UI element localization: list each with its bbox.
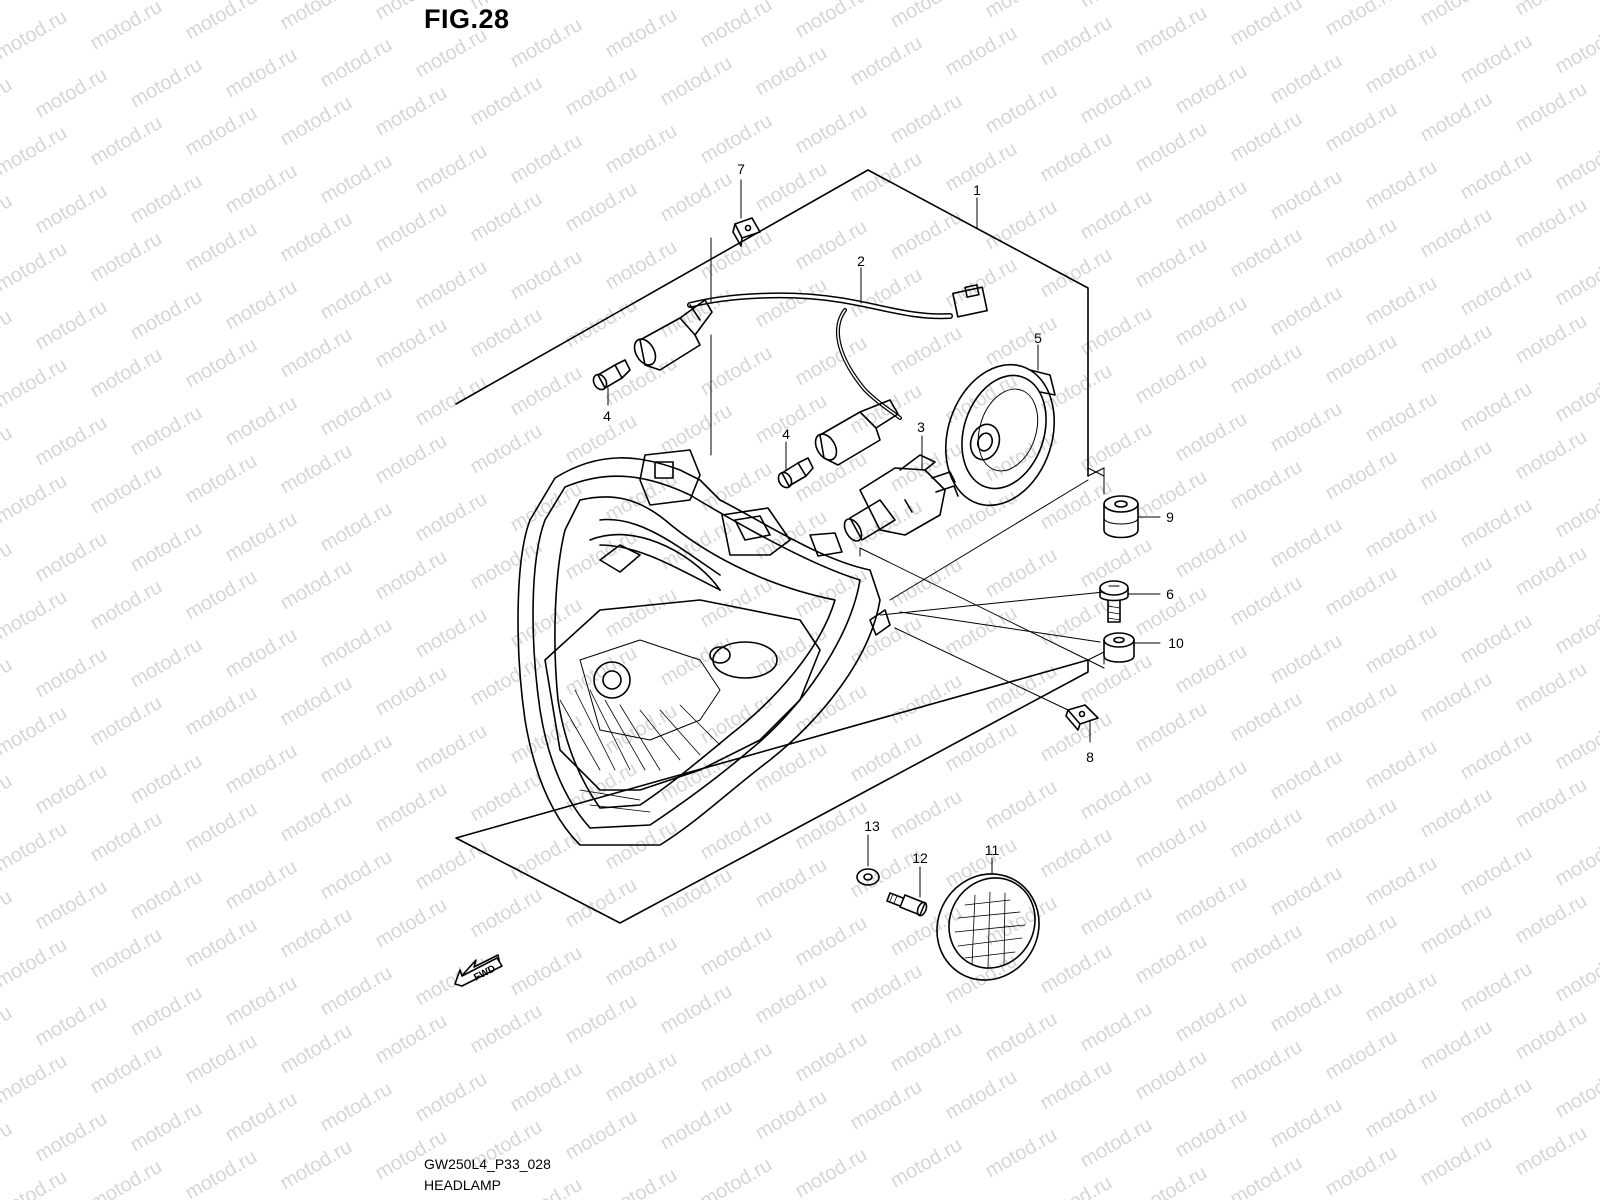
figure-caption: HEADLAMP [424, 1177, 502, 1193]
assembly-outline [455, 169, 1089, 924]
headlamp-housing [517, 449, 891, 846]
callout-7: 7 [737, 161, 745, 177]
screw [886, 892, 928, 917]
nut-clip-lower [1065, 704, 1099, 731]
fwd-label: FWD [472, 963, 497, 983]
wiring-harness [687, 284, 988, 420]
nut-clip-upper [732, 217, 761, 247]
callout-9: 9 [1166, 509, 1174, 525]
callout-12: 12 [912, 850, 928, 866]
washer [856, 868, 880, 886]
callout-3: 3 [917, 419, 925, 435]
bulb-dust-cover [944, 363, 1056, 507]
callout-1: 1 [973, 182, 981, 198]
figure-code: GW250L4_P33_028 [424, 1156, 551, 1172]
callout-4-upper: 4 [603, 408, 611, 424]
callout-4-lower: 4 [782, 426, 790, 442]
callout-11: 11 [984, 842, 1000, 858]
forward-arrow [454, 954, 503, 987]
bulb-socket-lower [814, 399, 899, 466]
reflector [936, 873, 1040, 981]
grommet [1103, 495, 1139, 539]
callout-2: 2 [857, 253, 865, 269]
bolt [1099, 580, 1129, 623]
callout-6: 6 [1166, 586, 1174, 602]
callout-8: 8 [1086, 749, 1094, 765]
callout-13: 13 [864, 818, 880, 834]
callout-10: 10 [1168, 635, 1184, 651]
figure-title: FIG.28 [424, 4, 510, 34]
position-bulb-upper [592, 359, 631, 391]
leader-lines [607, 179, 1161, 898]
position-bulb-lower [777, 457, 814, 489]
callout-5: 5 [1034, 330, 1042, 346]
bulb-socket-upper [633, 299, 713, 371]
headlamp-bulb [843, 454, 959, 542]
